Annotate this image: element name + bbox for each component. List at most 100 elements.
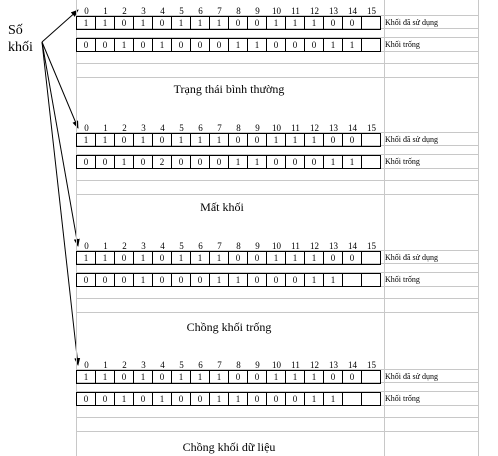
used-block-cell: 0	[229, 251, 248, 265]
block-index: 6	[198, 6, 203, 16]
free-block-cell: 0	[172, 392, 191, 406]
block-index: 9	[255, 360, 260, 370]
pointer-arrow	[41, 41, 81, 366]
used-block-cell: 0	[343, 251, 362, 265]
free-block-cell: 0	[191, 273, 210, 287]
row-separator	[76, 272, 478, 273]
block-index: 6	[198, 241, 203, 251]
free-block-cell: 1	[324, 38, 343, 52]
scenario-caption: Trạng thái bình thường	[173, 82, 285, 96]
block-index: 3	[141, 123, 146, 133]
used-block-cell	[362, 133, 381, 147]
free-block-cell: 1	[210, 273, 229, 287]
block-index: 3	[141, 360, 146, 370]
free-blocks-label: Khối trống	[385, 157, 420, 166]
row-separator	[76, 431, 478, 432]
free-block-cell: 0	[248, 273, 267, 287]
used-block-cell: 1	[305, 16, 324, 30]
block-index: 9	[255, 241, 260, 251]
used-block-cell: 0	[343, 133, 362, 147]
free-block-cell: 0	[115, 273, 134, 287]
scenario-caption: Chồng khối trống	[186, 320, 272, 334]
block-index: 12	[310, 6, 319, 16]
free-block-cell: 0	[248, 392, 267, 406]
free-block-cell	[343, 273, 362, 287]
table-border-line	[478, 0, 479, 456]
free-block-cell: 0	[96, 392, 115, 406]
free-block-cell: 2	[153, 155, 172, 169]
free-block-cell: 0	[191, 155, 210, 169]
used-block-cell: 1	[305, 133, 324, 147]
block-index: 6	[198, 123, 203, 133]
block-index: 2	[122, 123, 127, 133]
block-index: 5	[179, 123, 184, 133]
used-block-cell: 0	[153, 251, 172, 265]
block-index: 15	[367, 6, 376, 16]
row-separator	[76, 28, 478, 29]
used-block-cell: 1	[96, 133, 115, 147]
used-block-cell: 0	[324, 16, 343, 30]
row-separator	[76, 194, 478, 195]
block-index: 2	[122, 360, 127, 370]
used-blocks-label: Khối đã sử dụng	[385, 253, 438, 262]
used-block-cell: 1	[267, 251, 286, 265]
block-index: 4	[160, 241, 165, 251]
free-block-cell: 1	[134, 273, 153, 287]
row-separator	[76, 15, 478, 16]
used-blocks-label: Khối đã sử dụng	[385, 135, 438, 144]
used-block-cell: 0	[153, 16, 172, 30]
block-index: 13	[329, 123, 338, 133]
block-index: 15	[367, 123, 376, 133]
row-separator	[76, 63, 478, 64]
free-block-cell: 1	[229, 392, 248, 406]
block-index: 10	[272, 123, 281, 133]
block-index: 11	[291, 360, 300, 370]
block-index: 14	[348, 241, 357, 251]
block-index: 0	[84, 6, 89, 16]
block-index: 1	[103, 123, 108, 133]
block-index: 8	[236, 241, 241, 251]
used-block-cell: 1	[77, 251, 96, 265]
used-block-cell: 1	[77, 133, 96, 147]
used-block-cell: 0	[324, 133, 343, 147]
used-block-cell: 1	[191, 370, 210, 384]
free-block-cell: 0	[191, 38, 210, 52]
block-index: 0	[84, 123, 89, 133]
block-index: 12	[310, 241, 319, 251]
free-blocks-label: Khối trống	[385, 394, 420, 403]
block-index: 4	[160, 123, 165, 133]
used-blocks-label: Khối đã sử dụng	[385, 18, 438, 27]
block-index: 2	[122, 241, 127, 251]
free-block-cell: 0	[172, 273, 191, 287]
table-border-line	[384, 0, 385, 456]
block-index: 8	[236, 6, 241, 16]
row-separator	[76, 250, 478, 251]
block-index: 3	[141, 6, 146, 16]
block-index: 13	[329, 360, 338, 370]
used-block-cell	[362, 251, 381, 265]
free-block-cell: 1	[248, 155, 267, 169]
used-block-cell: 0	[248, 370, 267, 384]
row-separator	[76, 180, 478, 181]
free-block-cell: 0	[286, 273, 305, 287]
free-block-cell	[362, 38, 381, 52]
used-block-cell: 1	[267, 16, 286, 30]
pointer-arrow	[41, 41, 80, 247]
free-block-cell: 0	[191, 392, 210, 406]
free-block-cell: 1	[229, 38, 248, 52]
free-block-cell: 1	[343, 38, 362, 52]
free-block-cell: 1	[229, 155, 248, 169]
free-blocks-label: Khối trống	[385, 40, 420, 49]
used-block-cell: 0	[248, 16, 267, 30]
block-index: 14	[348, 6, 357, 16]
free-block-cell: 1	[115, 38, 134, 52]
block-index: 5	[179, 360, 184, 370]
block-index: 2	[122, 6, 127, 16]
used-block-cell: 1	[286, 370, 305, 384]
